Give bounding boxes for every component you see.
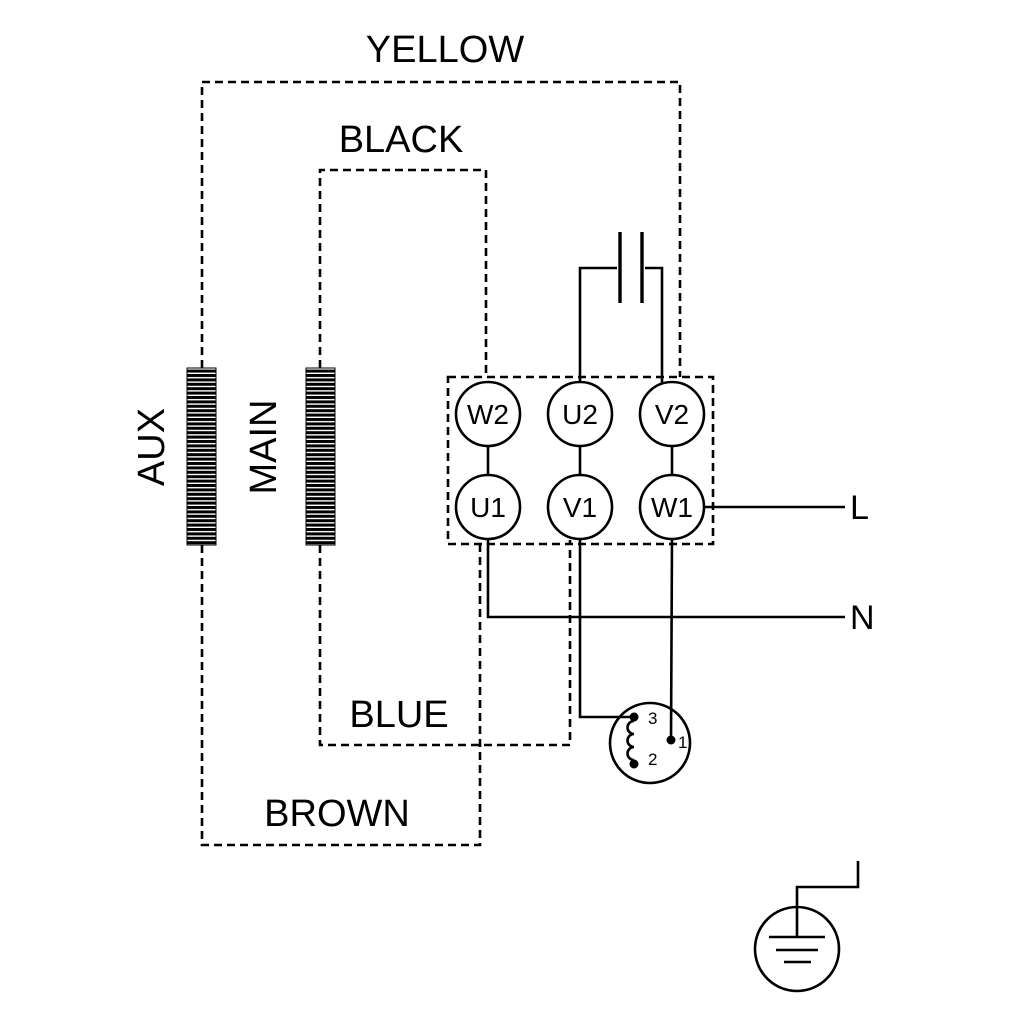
winding-main: MAIN: [243, 367, 336, 546]
switch-coil: [626, 719, 635, 762]
supply-line-label: L: [850, 489, 869, 527]
terminal-u2: U2: [546, 380, 614, 448]
terminal-w2-label: W2: [467, 399, 509, 430]
supply-neutral-label: N: [850, 599, 875, 637]
terminal-u1-label: U1: [470, 492, 506, 523]
switch-contact-2-node: [629, 759, 639, 769]
capacitor: [578, 232, 664, 384]
earth-lead-wire: [795, 861, 860, 937]
wire-yellow-path: [200, 80, 682, 377]
winding-aux-label: AUX: [131, 408, 173, 486]
terminal-v1-label: V1: [563, 492, 597, 523]
wire-w1-to-switch: [669, 538, 674, 741]
wire-v1-to-switch: [578, 539, 634, 719]
wire-blue: BLUE: [318, 540, 572, 747]
terminal-u2-circle: [546, 380, 614, 448]
terminal-v2-circle: [638, 380, 706, 448]
terminal-v2: V2: [638, 380, 706, 448]
capacitor-lead-left: [578, 266, 617, 383]
wire-yellow-label: YELLOW: [366, 29, 525, 71]
winding-main-coil: [305, 367, 336, 546]
wire-black: BLACK: [318, 119, 488, 377]
terminal-u1: U1: [454, 473, 522, 541]
supply-neutral-wire: [486, 539, 845, 619]
wire-black-path: [318, 168, 488, 377]
switch-contact-3-label: 3: [648, 709, 657, 728]
switch-contact-2-label: 2: [648, 750, 657, 769]
winding-aux: AUX: [131, 367, 217, 546]
supply-line: L: [704, 489, 869, 527]
terminal-w2: W2: [454, 380, 522, 448]
terminal-block: W2 U2 V2 U1 V1 W1: [446, 375, 715, 546]
wire-yellow: YELLOW: [200, 29, 682, 377]
terminal-w2-circle: [454, 380, 522, 448]
wire-brown: BROWN: [200, 540, 482, 847]
switch-contact-1-node: [666, 735, 676, 745]
starting-switch: 3 2 1: [578, 538, 692, 785]
supply-neutral: N: [486, 539, 875, 637]
terminal-w1: W1: [638, 473, 706, 541]
switch-contact-1-label: 1: [678, 733, 687, 752]
wire-brown-path: [200, 540, 482, 847]
switch-contact-3-node: [629, 712, 639, 722]
earth-ground-symbol: [753, 861, 860, 993]
terminal-v1: V1: [546, 473, 614, 541]
terminal-v2-label: V2: [655, 399, 689, 430]
wire-blue-label: BLUE: [349, 694, 448, 736]
capacitor-lead-right: [645, 266, 664, 384]
winding-aux-coil: [186, 367, 217, 546]
wire-blue-path: [318, 540, 572, 747]
terminal-u2-label: U2: [562, 399, 598, 430]
terminal-w1-label: W1: [651, 492, 693, 523]
wire-black-label: BLACK: [339, 119, 464, 161]
winding-main-label: MAIN: [243, 400, 285, 495]
wire-brown-label: BROWN: [264, 793, 410, 835]
